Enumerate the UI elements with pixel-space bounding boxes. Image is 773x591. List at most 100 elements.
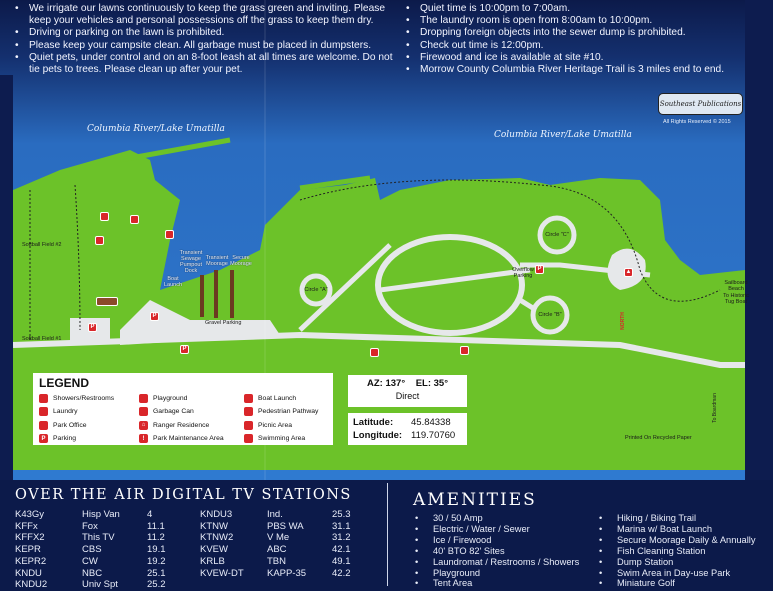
showers-icon [39, 393, 48, 403]
pumpout-dock-label: Transient Sewage Pumpout Dock [179, 250, 203, 274]
tv-station-row: KNDU3 Ind. 25.3 [200, 509, 382, 521]
restroom-building-icon [96, 297, 118, 306]
legend-item: ⌂Ranger Residence [139, 419, 244, 432]
park-office-icon [39, 420, 48, 430]
amenity-item: Marina w/ Boat Launch [597, 524, 756, 535]
network: Hisp Van [82, 509, 120, 520]
picnic-icon [95, 236, 104, 245]
lake-label-east: Columbia River/Lake Umatilla [494, 130, 632, 140]
rule: Check out time is 12:00pm. [406, 40, 746, 52]
secure-dock [230, 270, 234, 318]
legend-item: Park Office [39, 419, 139, 432]
satellite-type: Direct [395, 391, 420, 401]
secure-moorage-label: Secure Moorage [230, 255, 252, 267]
softball-field-1: Softball Field #1 [22, 336, 62, 342]
rule: Firewood and ice is available at site #1… [406, 52, 746, 64]
transient-moorage-label: Transient Moorage [205, 255, 229, 267]
rule: Driving or parking on the lawn is prohib… [15, 27, 400, 39]
network: This TV [82, 532, 115, 544]
tv-station-row: KTNW PBS WA 31.1 [200, 521, 382, 533]
rule: Dropping foreign objects into the sewer … [406, 27, 746, 39]
amenity-item: Hiking / Biking Trail [597, 513, 756, 524]
channel: 31.2 [332, 532, 351, 544]
legend-item: Picnic Area [244, 419, 334, 432]
channel: 25.3 [332, 509, 351, 520]
channel: 25.2 [147, 579, 166, 591]
legend-item: Showers/Restrooms [39, 392, 139, 405]
rule: Please keep your campsite clean. All gar… [15, 40, 400, 52]
call-sign: KTNW2 [200, 532, 234, 544]
legend-title: LEGEND [39, 376, 90, 390]
park-maintenance-icon [370, 348, 379, 357]
maintenance-icon: ! [139, 434, 148, 444]
network: PBS WA [267, 520, 304, 532]
network: KAPP-35 [267, 567, 307, 579]
legend-item: Laundry [39, 406, 139, 419]
latitude-label: Latitude: [353, 417, 394, 428]
amenity-item: Fish Cleaning Station [597, 546, 756, 557]
legend: LEGEND Showers/Restrooms Playground Boat… [33, 373, 333, 445]
parking-icon: P [180, 345, 189, 354]
lake-label-west: Columbia River/Lake Umatilla [87, 124, 225, 134]
call-sign: KTNW [200, 520, 228, 532]
amenity-item: Ice / Firewood [413, 535, 579, 546]
channel: 11.2 [147, 532, 165, 544]
copyright: All Rights Reserved © 2015 [663, 119, 731, 125]
pedestrian-icon [460, 346, 469, 355]
network: CW [82, 555, 98, 567]
call-sign: KEPR2 [15, 555, 47, 567]
parking-icon: P [535, 265, 544, 274]
rule: We irrigate our lawns continuously to ke… [15, 3, 400, 27]
recycled-note: Printed On Recycled Paper [625, 435, 692, 441]
longitude-label: Longitude: [353, 430, 403, 441]
garbage-can-icon [139, 407, 148, 417]
picnic-icon [244, 420, 253, 430]
call-sign: KRLB [200, 555, 225, 567]
amenities-left: 30 / 50 AmpElectric / Water / SewerIce /… [413, 513, 579, 589]
azimuth: AZ: 137° [367, 378, 406, 389]
boat-launch-label: Boat Launch [163, 276, 183, 288]
network: NBC [82, 567, 103, 579]
rule: Quiet time is 10:00pm to 7:00am. [406, 3, 746, 15]
boat-launch-icon [244, 393, 253, 403]
network: TBN [267, 555, 286, 567]
swimming-icon [244, 434, 253, 444]
transient-dock [214, 270, 218, 318]
channel: 19.1 [147, 544, 166, 556]
overflow-parking-label: Overflow Parking [512, 267, 534, 279]
gravel-parking-label: Gravel Parking [205, 320, 242, 326]
network: V Me [267, 532, 290, 544]
network: Ind. [267, 509, 283, 520]
parking-icon: P [88, 323, 97, 332]
amenities-title: AMENITIES [413, 490, 537, 510]
amenity-item: 30 / 50 Amp [413, 513, 579, 524]
pedestrian-icon [244, 407, 253, 417]
circle-c [537, 215, 577, 255]
call-sign: KNDU3 [200, 509, 233, 520]
call-sign: KNDU [15, 567, 42, 579]
picnic-icon [130, 215, 139, 224]
laundry-icon [39, 407, 48, 417]
channel: 11.1 [147, 520, 165, 532]
call-sign: KFFx [15, 520, 38, 532]
latitude-value: 45.84338 [411, 417, 451, 428]
channel: 31.1 [332, 520, 351, 532]
road-lot [120, 300, 280, 345]
tv-title: OVER THE AIR DIGITAL TV STATIONS [15, 487, 352, 503]
amenity-item: Electric / Water / Sewer [413, 524, 579, 535]
amenity-item: Laundromat / Restrooms / Showers [413, 557, 579, 568]
parking-icon: P [150, 312, 159, 321]
channel: 42.2 [332, 567, 351, 579]
divider [387, 483, 388, 586]
call-sign: KNDU2 [15, 579, 48, 591]
network: ABC [267, 544, 287, 556]
amenity-item: Tent Area [413, 578, 579, 589]
legend-item: Playground [139, 392, 244, 405]
softball-field-2: Softball Field #2 [22, 242, 62, 248]
satellite-box: AZ: 137° EL: 35° Direct [348, 375, 467, 407]
